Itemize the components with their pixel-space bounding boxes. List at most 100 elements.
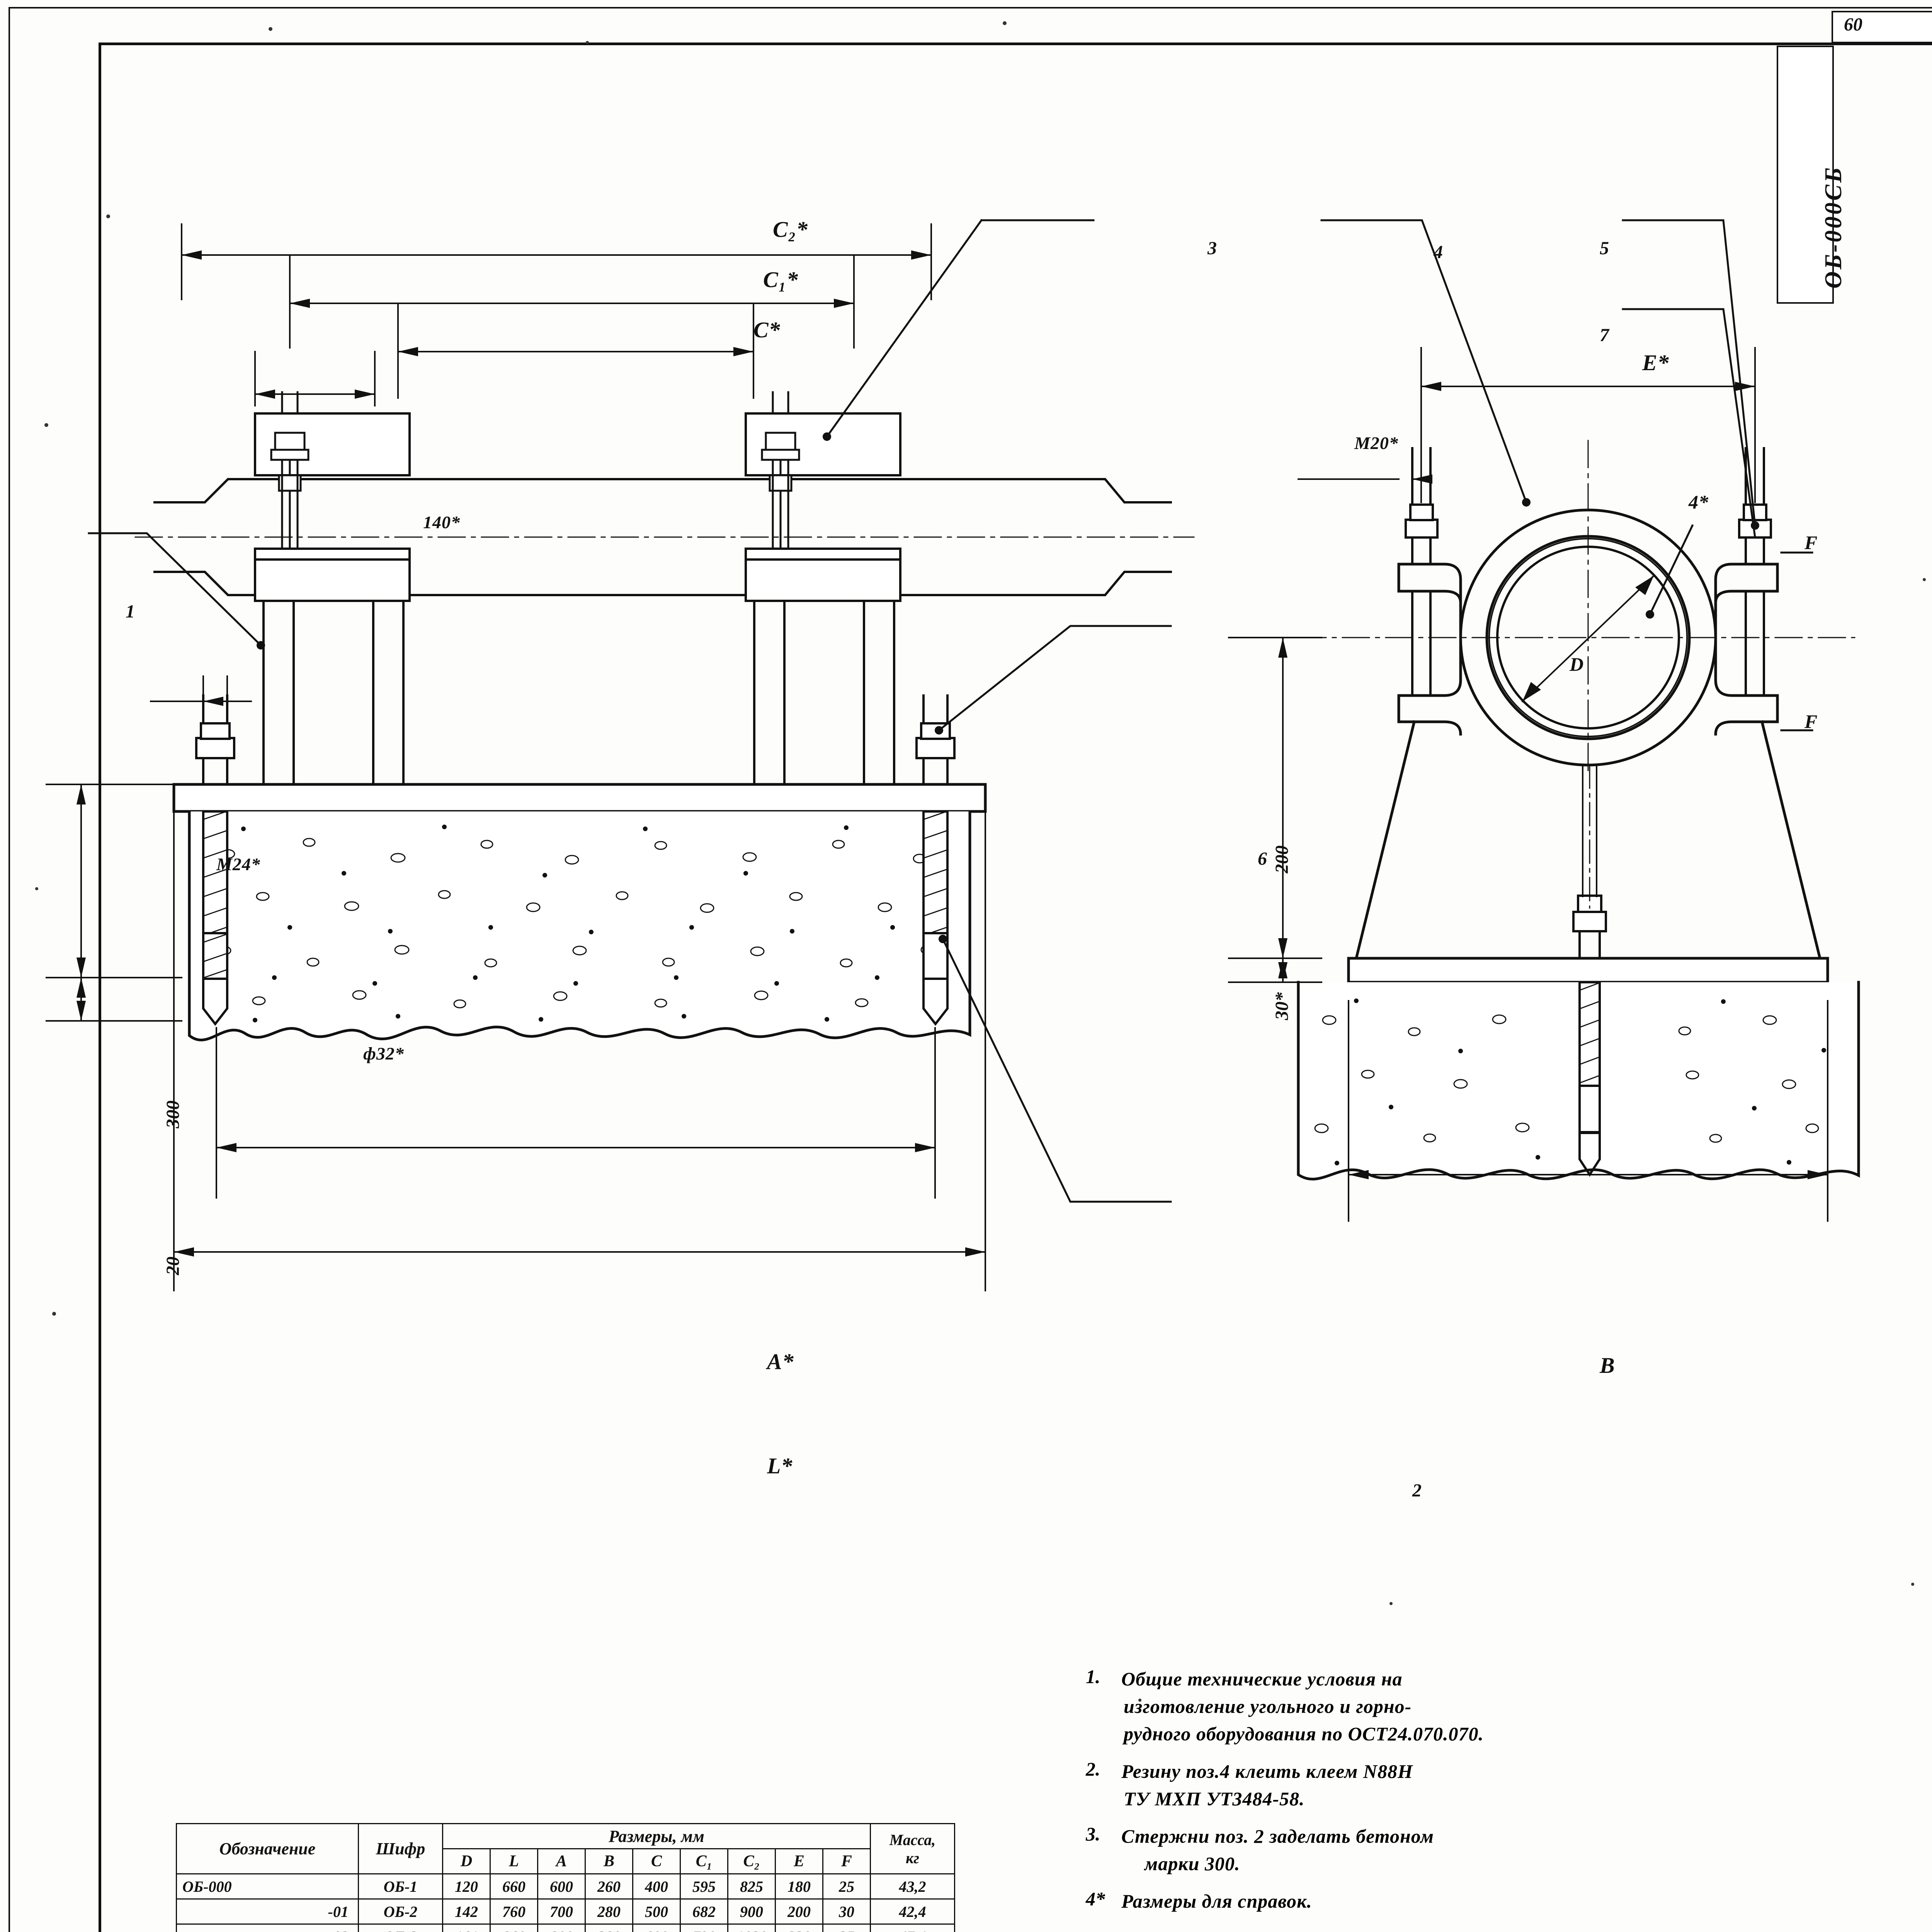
corner-page-box: 60 [1832,11,1932,43]
dim-table-header-shifr: Шифр [358,1823,443,1874]
dim-row-1-designation: -01 [176,1898,359,1925]
dim-table-header-mass-line1: Масса, [889,1831,936,1849]
table-row: ОБ-000 ОБ-1 120 660 600 260 400 595 825 … [176,1873,955,1900]
dim-row-0-designation: ОБ-000 [176,1873,359,1900]
dim-row-1-mass: 42,4 [870,1898,955,1925]
dim-label-m20: M20* [1354,433,1398,453]
dim-row-2-designation: -02 [176,1923,359,1932]
dim-table-sub-D: D [442,1848,491,1874]
dim-label-b: B [1600,1353,1615,1378]
leader-number-4: 4 [1434,242,1443,262]
note-2: 2. Резину поз.4 клеить клеем N88H ТУ МХП… [1086,1758,1801,1813]
dim-label-f-lower: F [1804,711,1818,732]
dim-row-2-C1: 790 [680,1923,728,1932]
leader-number-1: 1 [126,601,135,622]
note-3-text: Стержни поз. 2 заделать бетоном марки 30… [1121,1823,1434,1878]
dim-row-2-A: 800 [537,1923,586,1932]
dim-row-2-shifr: ОБ-3 [358,1923,443,1932]
leader-number-6: 6 [1258,849,1267,869]
dim-row-2-F: 35 [822,1923,871,1932]
dim-table-header-designation: Обозначение [176,1823,359,1874]
dim-table-header-mass: Масса, кг [870,1823,955,1874]
front-view-drawing [46,219,1195,1291]
note-1-line-0: Общие технические условия на [1121,1668,1403,1690]
dim-row-0-B: 260 [585,1873,633,1900]
sheet-inner-border [99,43,1932,1932]
dim-table-sub-C2: C₂ [727,1848,776,1874]
dim-label-pipe-d: D [1570,653,1584,675]
dim-label-c2: C₂* [773,217,808,242]
dim-row-2-L: 860 [490,1923,538,1932]
dim-row-0-E: 180 [775,1873,823,1900]
dim-row-1-L: 760 [490,1898,538,1925]
dim-label-ref4: 4* [1689,491,1709,513]
dim-row-0-C2: 825 [727,1873,776,1900]
dim-table-header-mass-line2: кг [905,1849,920,1867]
dimension-table: Обозначение Шифр Размеры, мм Масса, кг D… [176,1823,955,1932]
dim-row-0-L: 660 [490,1873,538,1900]
note-1-line-2: рудного оборудования по ОСТ24.070.070. [1124,1723,1484,1745]
dim-label-c1: C₁* [763,267,798,292]
dim-row-1-A: 700 [537,1898,586,1925]
dim-row-2-E: 230 [775,1923,823,1932]
note-2-number: 2. [1086,1758,1100,1780]
dim-label-a: A* [767,1349,794,1374]
note-4-line-0: Размеры для справок. [1121,1890,1312,1912]
note-3-line-1: марки 300. [1145,1853,1240,1874]
dim-row-0-C1: 595 [680,1873,728,1900]
corner-page-number: 60 [1844,14,1862,35]
dim-row-0-F: 25 [822,1873,871,1900]
dim-row-2-B: 280 [585,1923,633,1932]
dim-row-0-C: 400 [632,1873,681,1900]
technical-notes: 1. Общие технические условия на изготовл… [1086,1665,1801,1925]
note-2-text: Резину поз.4 клеить клеем N88H ТУ МХП УТ… [1121,1758,1413,1813]
side-view-drawing [1228,219,1860,1222]
dim-row-1-D: 142 [442,1898,491,1925]
note-4-text: Размеры для справок. [1121,1888,1312,1915]
dim-row-2-C: 600 [632,1923,681,1932]
table-row: -02 ОБ-3 161 860 800 280 600 790 1020 23… [176,1923,955,1932]
leader-number-7: 7 [1600,325,1609,345]
dim-row-0-D: 120 [442,1873,491,1900]
note-1-number: 1. [1086,1666,1100,1687]
dim-table-sub-C1: C₁ [680,1848,728,1874]
dim-row-0-shifr: ОБ-1 [358,1873,443,1900]
dim-row-0-A: 600 [537,1873,586,1900]
note-2-line-0: Резину поз.4 клеить клеем N88H [1121,1760,1413,1782]
dim-table-sub-E: E [775,1848,823,1874]
dim-row-2-C2: 1020 [727,1923,776,1932]
dim-row-1-C: 500 [632,1898,681,1925]
dim-table-sub-B: B [585,1848,633,1874]
note-3: 3. Стержни поз. 2 заделать бетоном марки… [1086,1823,1801,1878]
note-1-text: Общие технические условия на изготовлени… [1121,1665,1484,1748]
dim-table-sub-C: C [632,1848,681,1874]
dim-label-l: L* [767,1453,793,1478]
table-row: -01 ОБ-2 142 760 700 280 500 682 900 200… [176,1898,955,1925]
dim-label-m24: M24* [216,854,260,874]
dim-row-2-mass: 47,4 [870,1923,955,1932]
dim-row-1-B: 280 [585,1898,633,1925]
leader-number-3: 3 [1208,238,1217,259]
dim-row-1-C2: 900 [727,1898,776,1925]
leader-number-2: 2 [1412,1480,1422,1501]
dim-table-header-group: Размеры, мм [442,1823,871,1849]
note-2-line-1: ТУ МХП УТ3484-58. [1124,1788,1305,1810]
sheet-outer-border [9,7,1932,1932]
dim-row-1-shifr: ОБ-2 [358,1898,443,1925]
dim-label-140: 140* [423,512,460,532]
dim-row-0-mass: 43,2 [870,1873,955,1900]
leader-number-5: 5 [1600,238,1609,259]
note-3-number: 3. [1086,1823,1100,1845]
note-3-line-0: Стержни поз. 2 заделать бетоном [1121,1825,1434,1847]
dim-label-c: C* [753,317,781,342]
vertical-designation-box: ОБ-000СБ [1777,46,1847,304]
dim-label-f32: ф32* [363,1044,404,1063]
note-1-line-1: изготовление угольного и горно- [1124,1696,1412,1717]
dim-table-sub-F: F [822,1848,871,1874]
dim-row-1-F: 30 [822,1898,871,1925]
note-4-number: 4* [1086,1888,1105,1910]
dim-table-sub-L: L [490,1848,538,1874]
dim-row-1-C1: 682 [680,1898,728,1925]
dim-label-f-upper: F [1804,532,1818,553]
